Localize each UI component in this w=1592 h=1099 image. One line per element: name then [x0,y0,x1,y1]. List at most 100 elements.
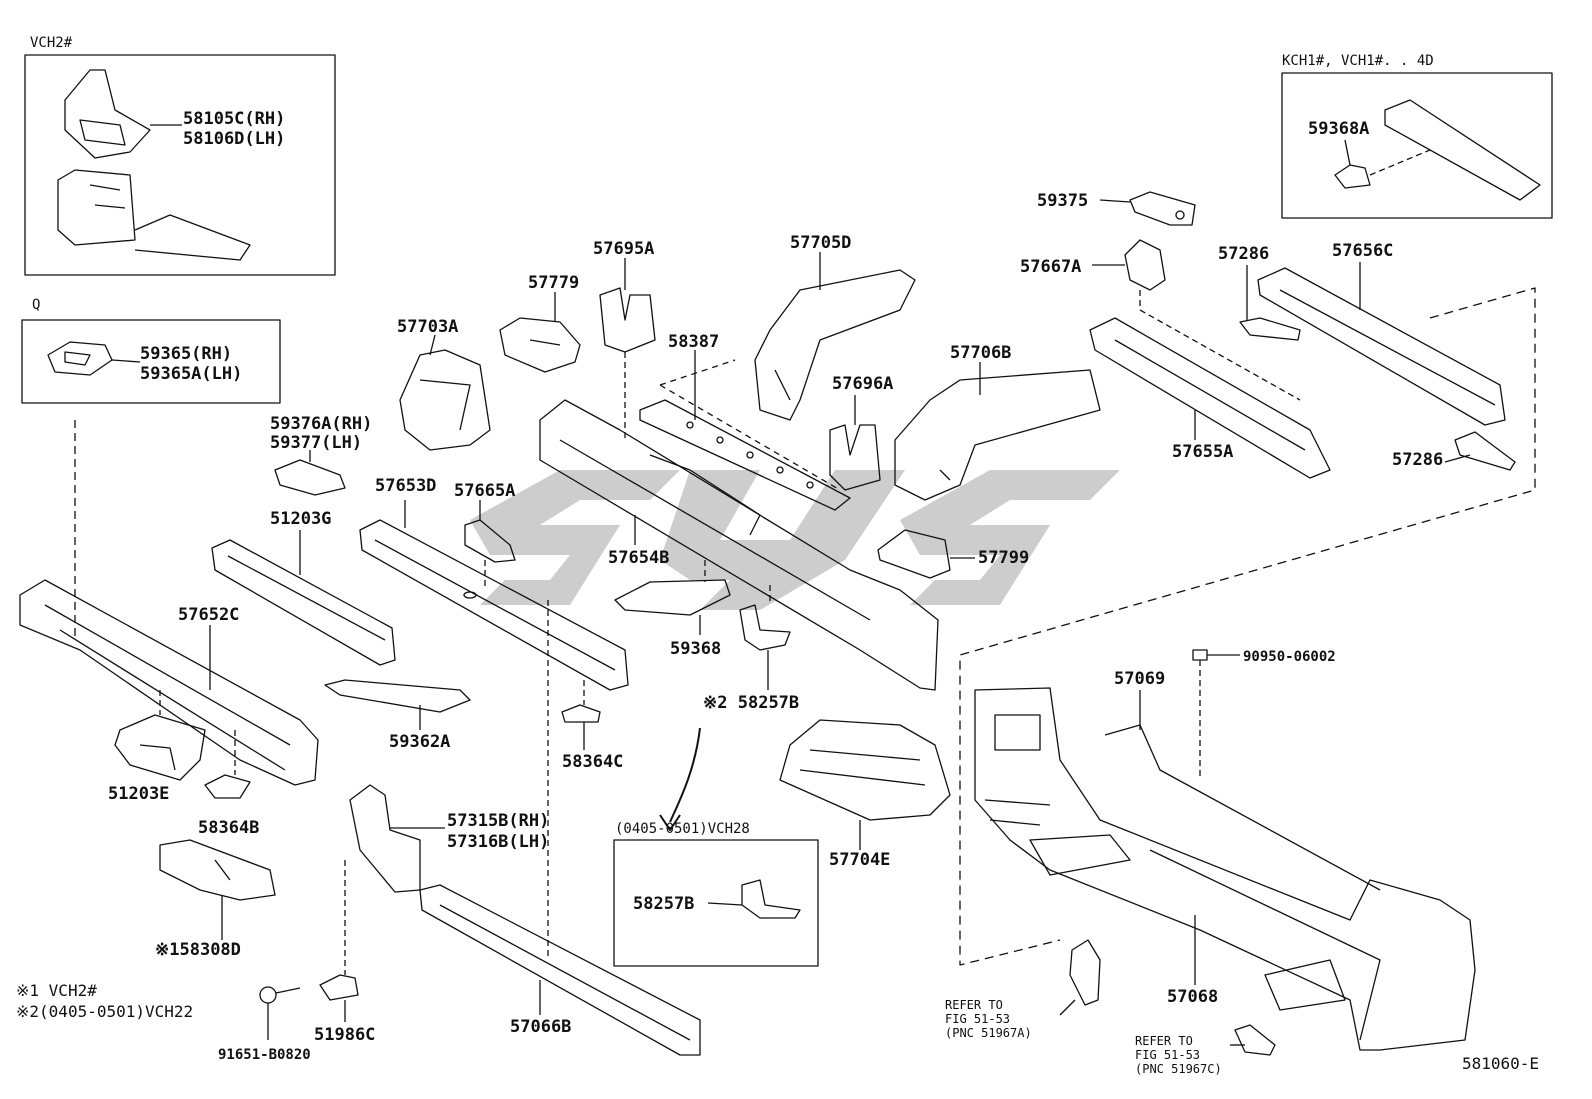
part-59368-shape [614,579,731,616]
label-57665A: 57665A [454,481,516,501]
part-57656C-shape [1257,267,1506,426]
leader-58257B-inset [707,902,743,906]
ref-51967A-shape [1069,939,1101,1006]
leader-ref-a [1059,999,1076,1016]
ref-51967C-shape [1234,1024,1276,1056]
label-57667A: 57667A [1020,257,1082,277]
refer-51967A-line2: FIG 51-53 [945,1012,1011,1026]
part-59362A-shape [324,679,471,713]
label-57066B: 57066B [510,1017,572,1037]
part-51203E-shape [114,714,206,781]
part-57286-top-shape [1239,317,1301,341]
label-57696A: 57696A [832,374,894,394]
refer-51967A-line3: (PNC 51967A) [945,1026,1032,1040]
refer-51967C-line1: REFER TO [1135,1034,1193,1048]
label-57704E: 57704E [829,850,891,870]
part-59365-shape [47,341,113,376]
refer-51967C: REFER TO FIG 51-53 (PNC 51967C) [1135,1034,1222,1076]
leader-59375 [1099,199,1131,203]
part-57779-shape [499,317,581,373]
label-58106D: 58106D(LH) [183,129,286,149]
leader-57703A [429,334,436,356]
part-57655A-shape [1089,317,1331,479]
part-57703A-shape [399,349,491,451]
part-58257B-inset-shape [741,879,801,919]
inset-kch1-title: KCH1#, VCH1#. . 4D [1282,53,1434,69]
label-57656C: 57656C [1332,241,1394,261]
label-51986C: 51986C [314,1025,376,1045]
label-57286-top: 57286 [1218,244,1270,264]
label-57286-bottom: 57286 [1392,450,1444,470]
label-58257B: ※2 58257B [703,694,799,712]
arrow-head [659,814,681,831]
label-91651: 91651-B0820 [218,1047,311,1063]
footnote-1: ※1 VCH2# [16,981,97,1000]
label-57653D: 57653D [375,476,437,496]
label-58308D-text: 58308D [179,940,241,960]
bolt-91651-shape [259,986,301,1004]
inset-q-box [21,319,281,404]
label-57695A: 57695A [593,239,655,259]
inset-vch28-title: (0405-0501)VCH28 [615,821,750,837]
refer-51967A: REFER TO FIG 51-53 (PNC 51967A) [945,998,1032,1040]
part-58257B-shape [739,604,791,651]
arrow-to-inset [669,727,701,823]
part-51203G-shape [211,539,396,666]
label-58364B: 58364B [198,818,260,838]
part-59376A-shape [274,459,346,496]
label-58257B-inset: 58257B [633,894,695,914]
part-58105C-shape [57,69,251,261]
label-57068: 57068 [1167,987,1219,1007]
label-59375: 59375 [1037,191,1089,211]
part-57653D-shape [359,519,629,691]
label-51203E: 51203E [108,784,170,804]
label-57706B: 57706B [950,343,1012,363]
part-57667A-shape [1124,239,1166,291]
dash-57667A [1139,290,1301,401]
label-57069: 57069 [1114,669,1166,689]
label-59377: 59377(LH) [270,433,363,453]
part-58364B-shape [204,774,251,799]
label-57652C: 57652C [178,605,240,625]
leader-59368A [1344,139,1351,166]
part-57652C-shape [19,420,319,786]
footnote-2: ※2(0405-0501)VCH22 [16,1002,194,1021]
part-58308D-shape [159,839,276,901]
inset-vch2-title: VCH2# [30,35,73,51]
group-outline-58387 [659,359,841,491]
part-57704E-shape [779,719,951,821]
label-59376A: 59376A(RH) [270,414,373,434]
mark-58257B: ※2 [703,693,728,713]
part-57706B-shape [894,369,1101,501]
part-58387-shape [639,399,851,511]
mark-58308D: ※1 [155,940,180,960]
label-58257B-text: 58257B [737,693,800,713]
label-59368: 59368 [670,639,722,659]
inset-q-title: Q [32,297,41,313]
part-57799-shape [877,529,951,579]
watermark-logo [470,470,1120,610]
label-57654B: 57654B [608,548,670,568]
label-57799: 57799 [978,548,1030,568]
label-58387: 58387 [668,332,720,352]
part-59375-shape [1129,191,1196,226]
leader-59365 [111,359,141,363]
label-57779: 57779 [528,273,580,293]
part-57286-bottom-shape [1454,431,1516,471]
part-57695A-shape [599,287,656,353]
part-51986C-shape [319,974,359,1001]
part-57696A-shape [829,424,881,491]
label-57315B: 57315B(RH) [447,811,550,831]
group-outline-right [959,287,1536,966]
label-59365A: 59365A(LH) [140,364,243,384]
plug-90950-shape [1192,649,1208,661]
refer-51967C-line3: (PNC 51967C) [1135,1062,1222,1076]
label-59365: 59365(RH) [140,344,233,364]
part-57315B-shape [349,784,421,893]
inset-kch1-box [1281,72,1553,219]
label-57703A: 57703A [397,317,459,337]
part-57705D-shape [754,269,916,421]
label-59368A: 59368A [1308,119,1370,139]
